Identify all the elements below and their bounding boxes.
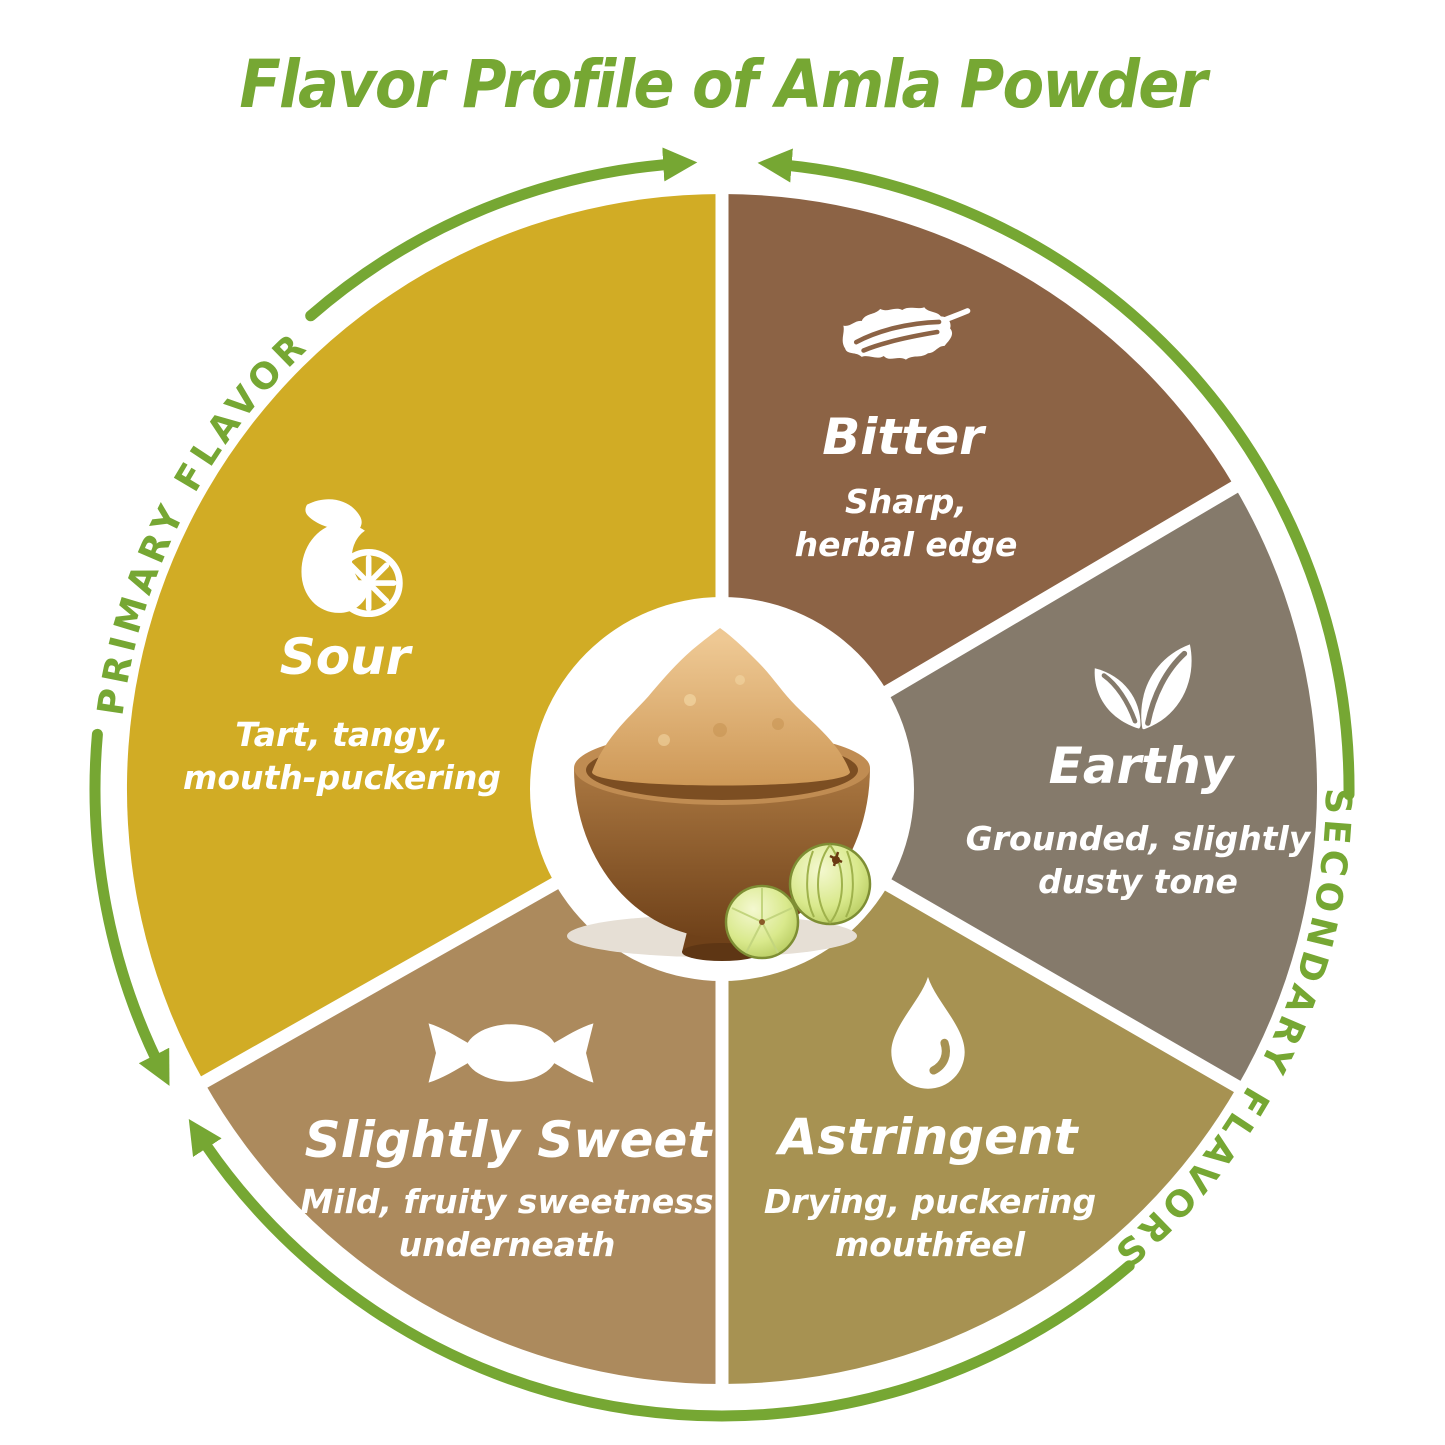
bitter-leaf-icon (836, 298, 974, 390)
water-drop-icon (884, 973, 972, 1089)
segment-desc-earthy: Grounded, slightly dusty tone (965, 819, 1311, 901)
segment-label-astringent: Astringent (778, 1108, 1078, 1166)
lemon-icon (294, 495, 406, 617)
segment-label-earthy: Earthy (1048, 737, 1234, 795)
secondary-arc-upper (757, 148, 1355, 800)
secondary-arc-lower (188, 1119, 1135, 1422)
segment-desc-slightly-sweet: Mild, fruity sweetness underneath (300, 1182, 714, 1264)
page-title: Flavor Profile of Amla Powder (239, 46, 1207, 123)
segment-desc-bitter: Sharp, herbal edge (794, 482, 1018, 564)
primary-arc-lower (89, 728, 170, 1086)
amla-bowl-illustration (567, 628, 872, 961)
segment-label-slightly-sweet: Slightly Sweet (304, 1111, 712, 1169)
flavor-group-arcs (89, 147, 1355, 1422)
segment-desc-astringent: Drying, puckering mouthfeel (763, 1182, 1097, 1264)
segment-desc-sour: Tart, tangy, mouth-puckering (182, 715, 502, 797)
sprout-leaves-icon (1082, 626, 1210, 736)
segment-label-bitter: Bitter (822, 408, 984, 466)
primary-arc-upper (305, 147, 698, 322)
candy-icon (423, 1010, 599, 1096)
wedge-earthy (722, 487, 1318, 1087)
segment-label-sour: Sour (279, 628, 411, 686)
